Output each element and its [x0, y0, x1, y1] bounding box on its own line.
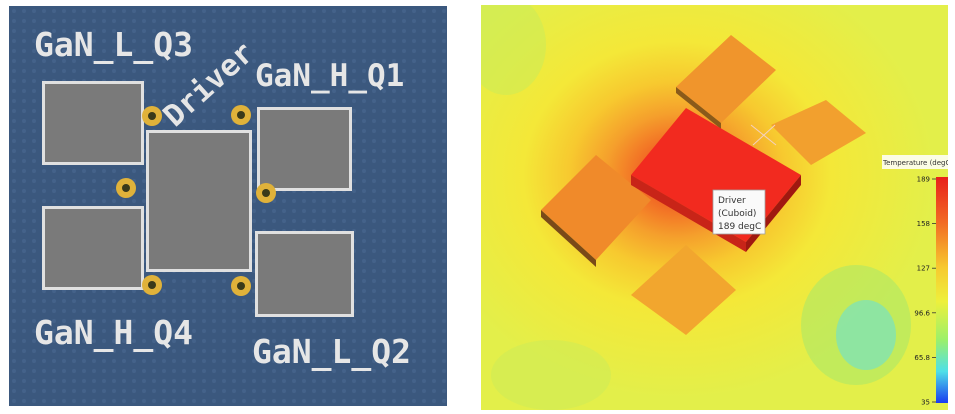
- block-gan-h-q1: [676, 35, 776, 129]
- legend-title: Temperature (degC): [882, 159, 948, 167]
- driver-tooltip: Driver (Cuboid) 189 degC: [712, 189, 766, 235]
- component-gan-l-q2: [255, 231, 354, 317]
- cool-region: [491, 340, 611, 410]
- legend-tick-label: 35: [921, 399, 930, 407]
- via-pad: [142, 275, 162, 295]
- via-pad: [256, 183, 276, 203]
- block-gan-h-q4: [631, 245, 736, 335]
- via-pad: [116, 178, 136, 198]
- legend-color-bar: [936, 177, 948, 403]
- thermal-simulation-view: Driver (Cuboid) 189 degC Temperature (de…: [481, 5, 948, 410]
- component-gan-l-q3: [42, 81, 144, 165]
- label-gan-h-q1: GaN_H_Q1: [255, 58, 404, 94]
- temperature-legend: Temperature (degC) 189 158 127 96.6 65.8 35: [882, 155, 948, 407]
- via-pad: [231, 276, 251, 296]
- legend-ticks: 189 158 127 96.6 65.8 35: [914, 176, 936, 407]
- label-gan-l-q3: GaN_L_Q3: [34, 25, 193, 64]
- via-pads: [116, 105, 276, 296]
- component-driver: [146, 130, 252, 272]
- tooltip-name: Driver: [718, 196, 746, 206]
- legend-tick-label: 96.6: [914, 309, 930, 317]
- block-gan-l-q3: [541, 155, 651, 267]
- legend-tick-label: 127: [917, 265, 930, 273]
- legend-tick-label: 189: [917, 176, 930, 184]
- label-gan-h-q4: GaN_H_Q4: [34, 313, 193, 352]
- tooltip-type: (Cuboid): [718, 209, 756, 219]
- pcb-layout-view: GaN_L_Q3 GaN_H_Q1 Driver GaN_H_Q4 GaN_L_…: [9, 6, 447, 406]
- legend-tick-label: 158: [917, 220, 930, 228]
- cool-region: [836, 300, 896, 370]
- block-gan-l-q2: [771, 100, 866, 165]
- label-gan-l-q2: GaN_L_Q2: [252, 332, 411, 371]
- component-gan-h-q1: [257, 107, 352, 191]
- via-pad: [142, 106, 162, 126]
- tooltip-temp: 189 degC: [718, 222, 761, 232]
- cool-region: [481, 5, 546, 95]
- legend-tick-label: 65.8: [914, 354, 930, 362]
- via-pad: [231, 105, 251, 125]
- component-gan-h-q4: [42, 206, 144, 290]
